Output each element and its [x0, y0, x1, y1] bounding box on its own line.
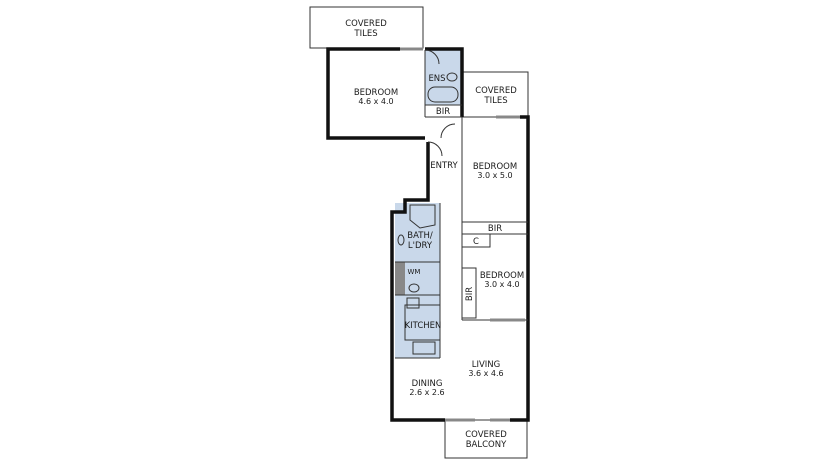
toilet-icon — [446, 72, 458, 82]
bath-laundry-label: BATH/ — [407, 231, 433, 241]
bir-3 — [461, 267, 477, 319]
sink-icon — [412, 341, 436, 355]
living-label: LIVING — [472, 360, 501, 370]
wall-hatch — [395, 262, 405, 295]
living-size: 3.6 x 4.6 — [468, 369, 503, 378]
spa-bath-icon — [409, 204, 436, 229]
entry-label: ENTRY — [430, 161, 458, 171]
covered-tiles-1-label: COVERED — [345, 19, 387, 29]
bir-1-label: BIR — [436, 107, 450, 117]
wm-label: WM — [408, 268, 421, 276]
bir-2-label: BIR — [488, 224, 502, 234]
bir-3-label: BIR — [465, 287, 475, 301]
dining-label: DINING — [412, 379, 443, 389]
covered-tiles-2-label: TILES — [483, 96, 507, 106]
covered-balcony-label: COVERED — [465, 430, 507, 440]
ensuite-wall — [425, 47, 464, 117]
bedroom-3-label: BEDROOM — [480, 271, 524, 281]
covered-balcony-label: BALCONY — [466, 440, 507, 450]
bedroom-1-size: 4.6 x 4.0 — [358, 97, 393, 106]
west-wall — [390, 142, 445, 422]
cooktop-icon — [406, 297, 420, 309]
bedroom-1-label: BEDROOM — [354, 88, 398, 98]
kitchen-label: KITCHEN — [405, 321, 442, 331]
covered-tiles-1-label: TILES — [353, 29, 377, 39]
door-icon — [440, 123, 456, 139]
ensuite-label: ENS — [428, 74, 445, 84]
east-wall — [510, 115, 530, 422]
bath-laundry-label: L'DRY — [408, 241, 433, 251]
dining-size: 2.6 x 2.6 — [409, 388, 444, 397]
door-icon — [427, 141, 443, 157]
covered-tiles-2-label: COVERED — [475, 86, 517, 96]
bedroom-3-size: 3.0 x 4.0 — [484, 280, 519, 289]
toilet-icon — [408, 283, 420, 293]
bathtub-icon — [427, 86, 459, 103]
door-icon — [424, 49, 440, 65]
basin-icon — [397, 234, 405, 246]
cupboard-label: C — [473, 237, 479, 247]
covered-balcony — [444, 419, 528, 459]
bedroom-2-size: 3.0 x 5.0 — [477, 171, 512, 180]
cupboard — [461, 233, 491, 248]
bedroom-2-label: BEDROOM — [473, 162, 517, 172]
bedroom-1-wall — [326, 47, 425, 140]
